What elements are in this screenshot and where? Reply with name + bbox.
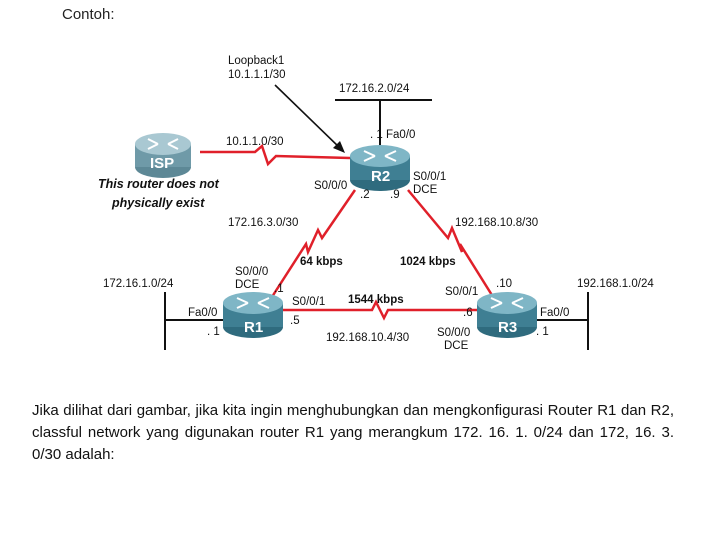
loopback-address: 10.1.1.1/30	[228, 69, 286, 81]
isp-r2-serial-link	[200, 143, 351, 167]
network-topology-diagram: ISP R2 R1 R3 This router does not physi	[98, 55, 654, 352]
router-isp: ISP	[135, 133, 191, 178]
r2-s001-dce: DCE	[413, 184, 438, 196]
router-r3-name: R3	[498, 319, 517, 336]
r3-lan-segment	[535, 292, 589, 350]
network-r1-r3: 192.168.10.4/30	[326, 332, 409, 344]
question-text: Jika dilihat dari gambar, jika kita ingi…	[32, 402, 674, 463]
isp-note-line-1: This router does not	[98, 177, 220, 191]
network-r2-r3: 192.168.10.8/30	[455, 217, 538, 229]
r1-r3-serial-link	[272, 299, 480, 321]
router-r2-name: R2	[371, 168, 390, 185]
network-r1-r2: 172.16.3.0/30	[228, 217, 298, 229]
r1-lan-segment	[164, 292, 225, 350]
r2-fa00-host: . 1	[370, 129, 383, 141]
r3-s001-label: S0/0/1	[445, 286, 478, 298]
loopback-name: Loopback1	[228, 55, 284, 67]
r3-fa00-label: Fa0/0	[540, 307, 569, 319]
isp-note-line-2: physically exist	[111, 196, 205, 210]
network-r1-lan: 172.16.1.0/24	[103, 278, 174, 290]
r3-s000-label: S0/0/0	[437, 327, 470, 339]
r1-s001-host: .5	[290, 315, 300, 327]
r2-r3-serial-link	[407, 189, 497, 301]
r2-s001-label: S0/0/1	[413, 171, 446, 183]
r3-s000-dce: DCE	[444, 340, 469, 352]
router-r1-name: R1	[244, 319, 263, 336]
r2-s000-label: S0/0/0	[314, 180, 347, 192]
loopback-arrowhead	[333, 141, 345, 153]
network-r3-lan: 192.168.1.0/24	[577, 278, 654, 290]
router-arrows-icon	[490, 297, 524, 309]
router-arrows-icon	[236, 297, 270, 309]
r1-s001-label: S0/0/1	[292, 296, 325, 308]
bandwidth-r1-r3: 1544 kbps	[348, 294, 404, 306]
router-isp-name: ISP	[150, 155, 174, 172]
r1-s000-label: S0/0/0	[235, 266, 268, 278]
router-r1: R1	[223, 292, 283, 338]
r3-s000-host: .6	[463, 307, 473, 319]
r2-fa00-label: Fa0/0	[386, 129, 415, 141]
router-arrows-icon	[363, 150, 397, 162]
network-isp-link: 10.1.1.0/30	[226, 136, 284, 148]
bandwidth-r2-r3: 1024 kbps	[400, 256, 456, 268]
r1-fa00-label: Fa0/0	[188, 307, 217, 319]
bandwidth-r1-r2: 64 kbps	[300, 256, 343, 268]
r3-fa00-host: . 1	[536, 326, 549, 338]
network-r2-lan: 172.16.2.0/24	[339, 83, 410, 95]
r1-s000-host: .1	[274, 283, 284, 295]
example-heading: Contoh:	[62, 6, 115, 23]
r1-fa00-host: . 1	[207, 326, 220, 338]
r2-s001-host: .9	[390, 189, 400, 201]
router-arrows-icon	[147, 138, 179, 150]
router-r2: R2	[350, 145, 410, 191]
r1-r2-serial-link	[268, 189, 357, 301]
router-r3: R3	[477, 292, 537, 338]
r2-lan-segment	[335, 99, 432, 146]
r2-s000-host: .2	[360, 189, 370, 201]
r1-s000-dce: DCE	[235, 279, 260, 291]
r3-s001-host: .10	[496, 278, 512, 290]
loopback-arrow	[274, 84, 342, 150]
